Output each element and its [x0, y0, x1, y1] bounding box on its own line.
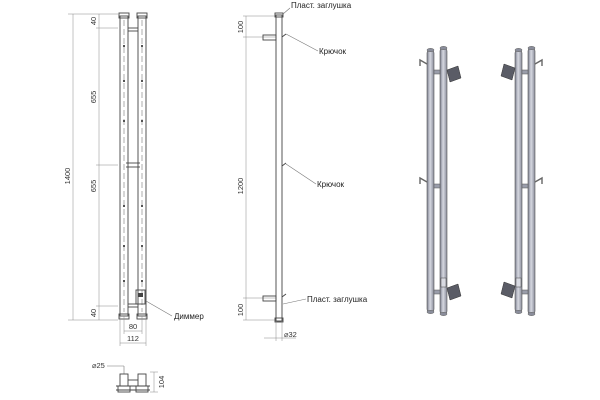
dim-side-top: 100: [236, 21, 245, 34]
label-hook-middle: Крючок: [317, 180, 345, 189]
dim-side-middle: 1200: [236, 178, 245, 195]
side-mount-top: [262, 34, 277, 41]
dimmer-box: [135, 289, 146, 305]
side-view: 100 1200 100 Пласт. заглушка Крючок Крюч…: [236, 1, 368, 341]
label-dimmer: Диммер: [174, 312, 204, 321]
dim-lower-span: 655: [89, 180, 98, 193]
dim-outer-width: 112: [127, 334, 139, 343]
label-cap-bottom: Пласт. заглушка: [307, 295, 368, 304]
side-mount-bottom: [262, 295, 277, 302]
dim-side-bottom: 100: [236, 304, 245, 317]
iso-view-left: [419, 46, 462, 316]
dim-tube-diameter: ⌀25: [92, 361, 105, 370]
dim-top-offset: 40: [89, 17, 98, 25]
front-view: 1400 40 655 655 40: [63, 12, 204, 346]
dim-inner-width: 80: [129, 322, 137, 331]
label-cap-top: Пласт. заглушка: [291, 1, 352, 10]
dim-side-diameter: ⌀32: [284, 330, 297, 339]
dim-bottom-offset: 40: [89, 309, 98, 317]
iso-view-right: [500, 46, 543, 316]
top-view: ⌀25 104: [92, 361, 166, 393]
dim-total-height: 1400: [63, 168, 72, 185]
dim-upper-span: 655: [89, 91, 98, 104]
label-hook-top: Крючок: [319, 47, 347, 56]
dim-depth: 104: [157, 376, 166, 389]
side-rail: [275, 14, 283, 322]
